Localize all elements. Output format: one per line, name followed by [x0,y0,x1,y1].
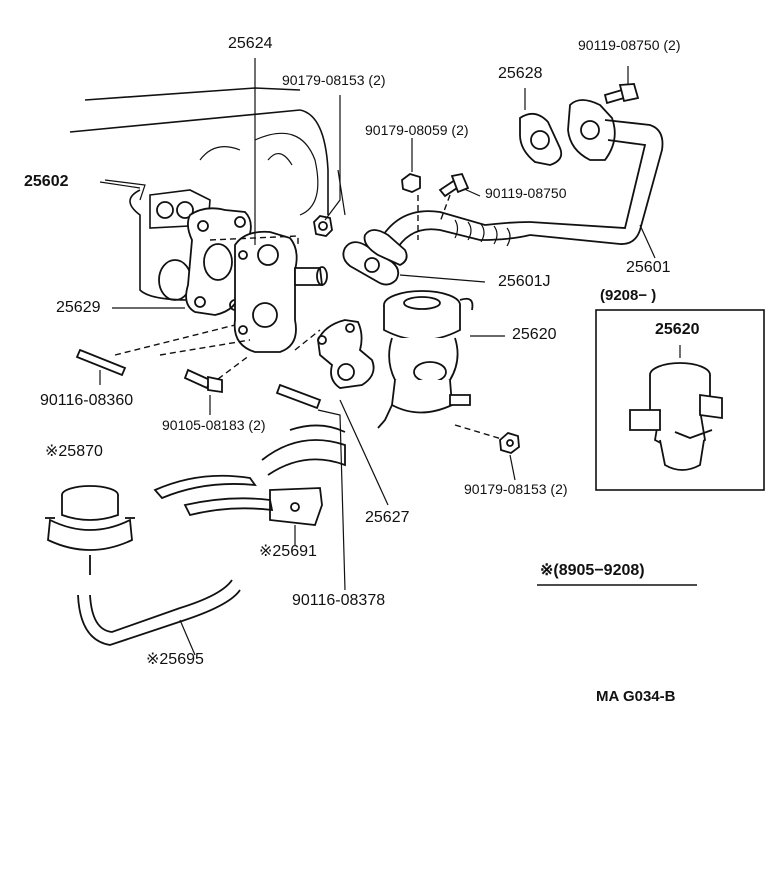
bolt-90119-08750 [438,172,470,198]
label-25627: 25627 [365,509,410,526]
label-25601J: 25601J [498,273,551,290]
nut-90179-08153-top [313,215,333,237]
nut-90179-08059 [401,173,421,193]
label-note-range: ※(8905−9208) [540,562,645,579]
bolt-90105-08183 [183,368,223,394]
label-90119-08750: 90119-08750 [485,185,567,201]
label-25870: ※25870 [45,443,103,460]
modulator-25870 [45,485,135,575]
leader-lines [99,58,656,656]
bracket-25691 [153,424,346,526]
hose-25695 [77,579,241,646]
alignment-dashes [114,194,506,441]
label-90179-08059: 90179-08059 (2) [365,122,469,138]
label-90119-08750-2: 90119-08750 (2) [578,37,681,53]
label-25601: 25601 [626,259,671,276]
label-90105-08183: 90105-08183 (2) [162,417,266,433]
stud-90116-08360 [75,348,127,377]
label-25602: 25602 [24,173,69,190]
gasket-25601J [342,229,408,286]
diagram-code: MA G034-B [596,688,676,705]
label-90179-08153-bottom: 90179-08153 (2) [464,481,568,497]
nut-90179-08153-bottom [499,431,520,454]
gasket-25627 [317,319,375,389]
egr-pipe-25601 [379,99,664,253]
label-25628: 25628 [498,65,543,82]
label-25624: 25624 [228,35,273,52]
egr-valve-25620 [377,290,474,429]
stud-90116-08378 [275,383,322,410]
label-inset-range: (9208− ) [600,287,657,304]
gasket-25628 [519,112,563,166]
label-25695: ※25695 [146,651,204,668]
label-90116-08360: 90116-08360 [40,392,134,409]
egr-adapter-25624 [233,230,328,353]
label-25629: 25629 [56,299,101,316]
label-25620: 25620 [512,326,557,343]
bolt-90119-08750-2 [603,83,640,105]
label-25691: ※25691 [259,543,317,560]
label-25620-inset: 25620 [655,321,700,338]
label-90179-08153-top: 90179-08153 (2) [282,72,386,88]
inset-box [595,309,765,491]
engine-manifold-outline [69,87,346,301]
label-90116-08378: 90116-08378 [292,592,386,609]
